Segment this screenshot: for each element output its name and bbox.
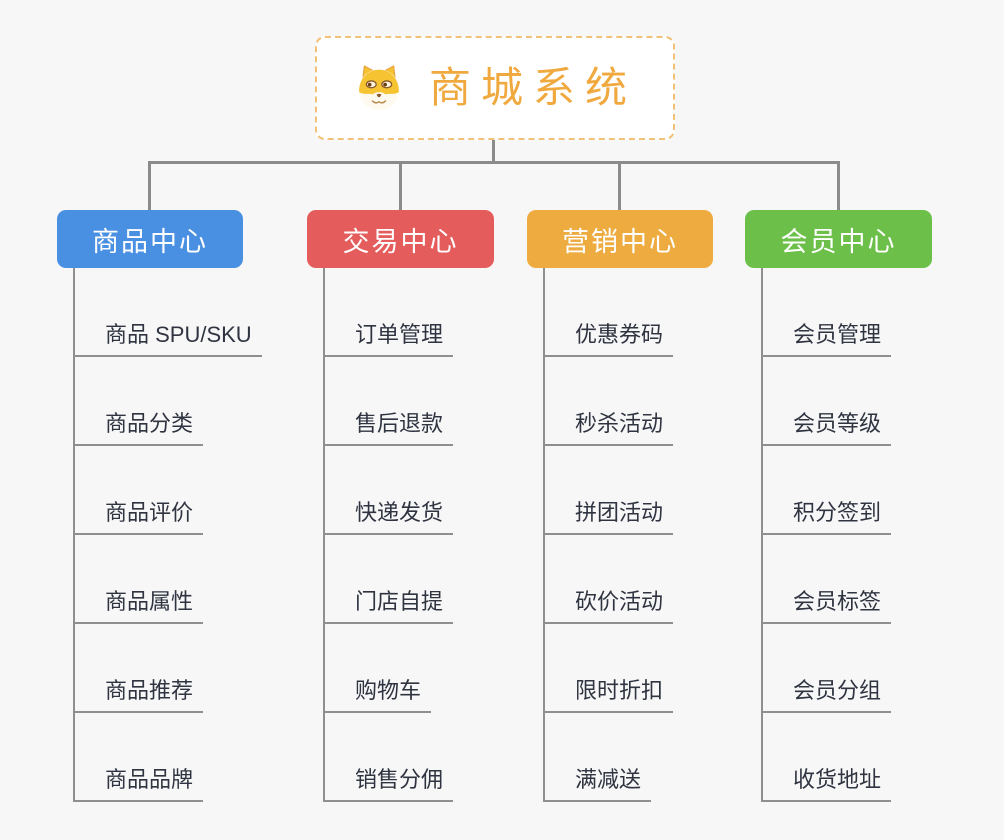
sub-item[interactable]: 限时折扣 <box>543 671 674 713</box>
sub-item[interactable]: 拼团活动 <box>543 493 674 535</box>
root-title: 商城系统 <box>428 64 637 111</box>
sub-item[interactable]: 秒杀活动 <box>543 404 674 446</box>
sub-item[interactable]: 满减送 <box>543 760 652 802</box>
sub-item[interactable]: 商品评价 <box>73 493 204 535</box>
branch-label: 会员中心 <box>780 226 897 257</box>
connector-drop-2 <box>399 161 402 210</box>
sub-item[interactable]: 会员标签 <box>761 582 892 624</box>
sub-item[interactable]: 优惠券码 <box>543 315 674 357</box>
branch-column-marketing: 优惠券码秒杀活动拼团活动砍价活动限时折扣满减送 <box>543 268 773 802</box>
branch-header-member-center[interactable]: 会员中心 <box>745 210 932 268</box>
sub-item[interactable]: 积分签到 <box>761 493 892 535</box>
sub-item[interactable]: 购物车 <box>323 671 432 713</box>
sub-item[interactable]: 商品 SPU/SKU <box>73 315 262 357</box>
branch-header-marketing-center[interactable]: 营销中心 <box>527 210 713 268</box>
root-node[interactable]: 商城系统 <box>315 36 675 140</box>
branch-column-product: 商品 SPU/SKU 商品分类商品评价商品属性商品推荐商品品牌 <box>73 268 303 802</box>
connector-drop-4 <box>837 161 840 210</box>
connector-drop-3 <box>618 161 621 210</box>
branch-label: 交易中心 <box>342 226 459 257</box>
branch-column-member: 会员管理会员等级积分签到会员标签会员分组收货地址 <box>761 268 991 802</box>
connector-rail <box>148 161 839 164</box>
sub-item[interactable]: 砍价活动 <box>543 582 674 624</box>
sub-item[interactable]: 快递发货 <box>323 493 454 535</box>
sub-item[interactable]: 商品分类 <box>73 404 204 446</box>
sub-item[interactable]: 会员等级 <box>761 404 892 446</box>
sub-item[interactable]: 商品品牌 <box>73 760 204 802</box>
sub-item[interactable]: 销售分佣 <box>323 760 454 802</box>
branch-label: 营销中心 <box>562 226 678 257</box>
branch-label: 商品中心 <box>92 226 208 257</box>
shiba-dog-icon <box>358 65 400 110</box>
sub-item[interactable]: 会员分组 <box>761 671 892 713</box>
sub-item[interactable]: 会员管理 <box>761 315 892 357</box>
sub-item[interactable]: 商品推荐 <box>73 671 204 713</box>
sub-item[interactable]: 售后退款 <box>323 404 454 446</box>
sub-item[interactable]: 收货地址 <box>761 760 892 802</box>
branch-header-trade-center[interactable]: 交易中心 <box>307 210 494 268</box>
connector-drop-1 <box>148 161 151 210</box>
branch-header-product-center[interactable]: 商品中心 <box>57 210 243 268</box>
sub-item[interactable]: 门店自提 <box>323 582 454 624</box>
branch-column-trade: 订单管理售后退款快递发货门店自提购物车销售分佣 <box>323 268 553 802</box>
connector-root-stem <box>492 140 495 162</box>
sub-item[interactable]: 订单管理 <box>323 315 454 357</box>
sub-item[interactable]: 商品属性 <box>73 582 204 624</box>
